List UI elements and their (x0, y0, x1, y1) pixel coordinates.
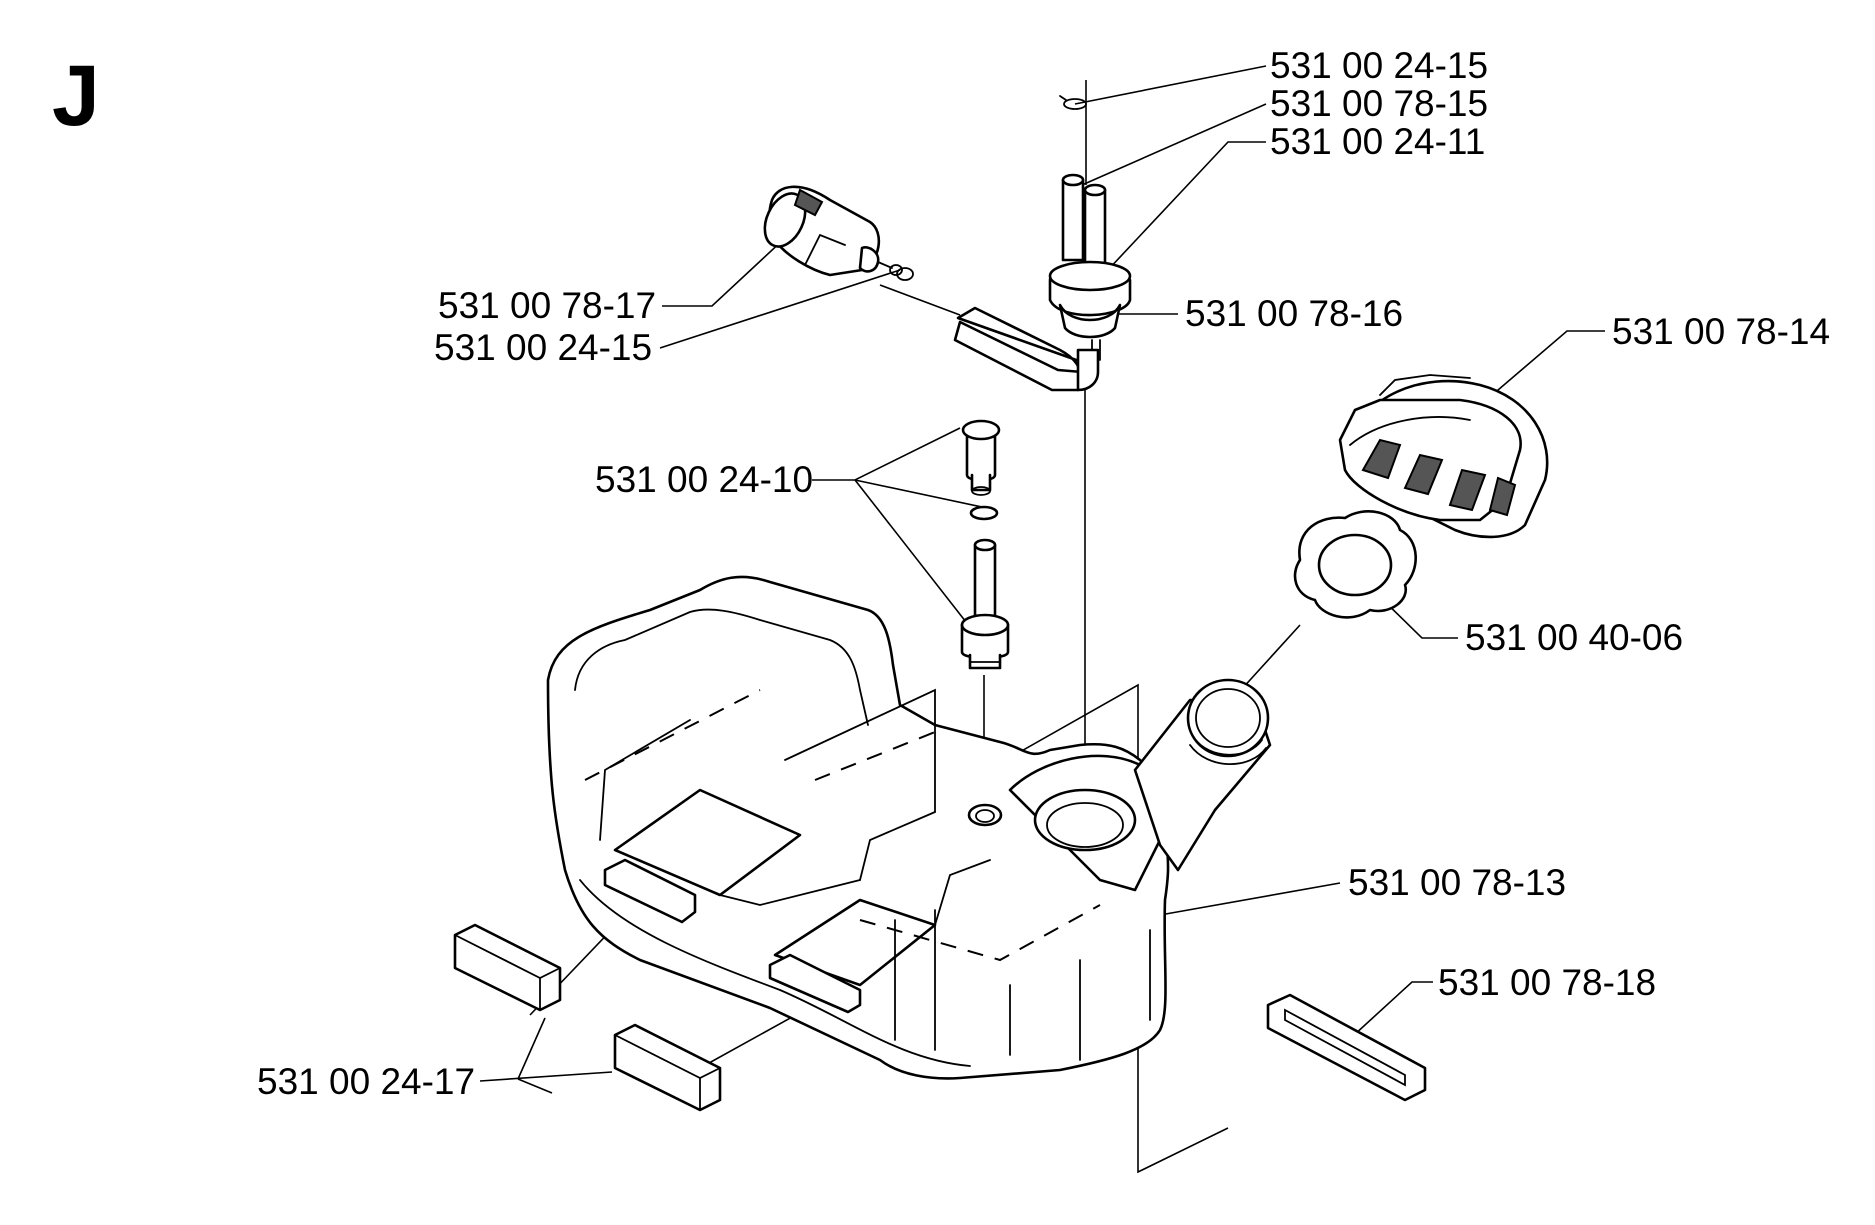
cap-gasket (1293, 510, 1417, 619)
part-labels: 531 00 24-15 531 00 78-15 531 00 24-11 5… (257, 45, 1830, 1102)
part-label: 531 00 24-15 (434, 327, 652, 368)
part-label: 531 00 78-16 (1185, 293, 1403, 334)
fuel-filter (763, 185, 1100, 392)
rubber-frame (1266, 993, 1427, 1102)
part-label: 531 00 78-15 (1270, 83, 1488, 124)
part-label: 531 00 24-11 (1270, 121, 1485, 162)
part-label: 531 00 78-17 (438, 285, 656, 326)
grommet-and-hoses (1048, 95, 1132, 361)
part-label: 531 00 24-17 (257, 1061, 475, 1102)
section-letter: J (52, 48, 100, 144)
rubber-pad-left (453, 923, 562, 1012)
part-label: 531 00 78-14 (1612, 311, 1830, 352)
rubber-pad-middle (613, 1023, 722, 1112)
part-label: 531 00 40-06 (1465, 617, 1683, 658)
part-label: 531 00 78-13 (1348, 862, 1566, 903)
valve-assembly (960, 419, 1010, 670)
part-label: 531 00 24-10 (595, 459, 813, 500)
fuel-cap (1338, 374, 1549, 539)
part-label: 531 00 78-18 (1438, 962, 1656, 1003)
part-label: 531 00 24-15 (1270, 45, 1488, 86)
fuel-tank (546, 575, 1272, 1080)
